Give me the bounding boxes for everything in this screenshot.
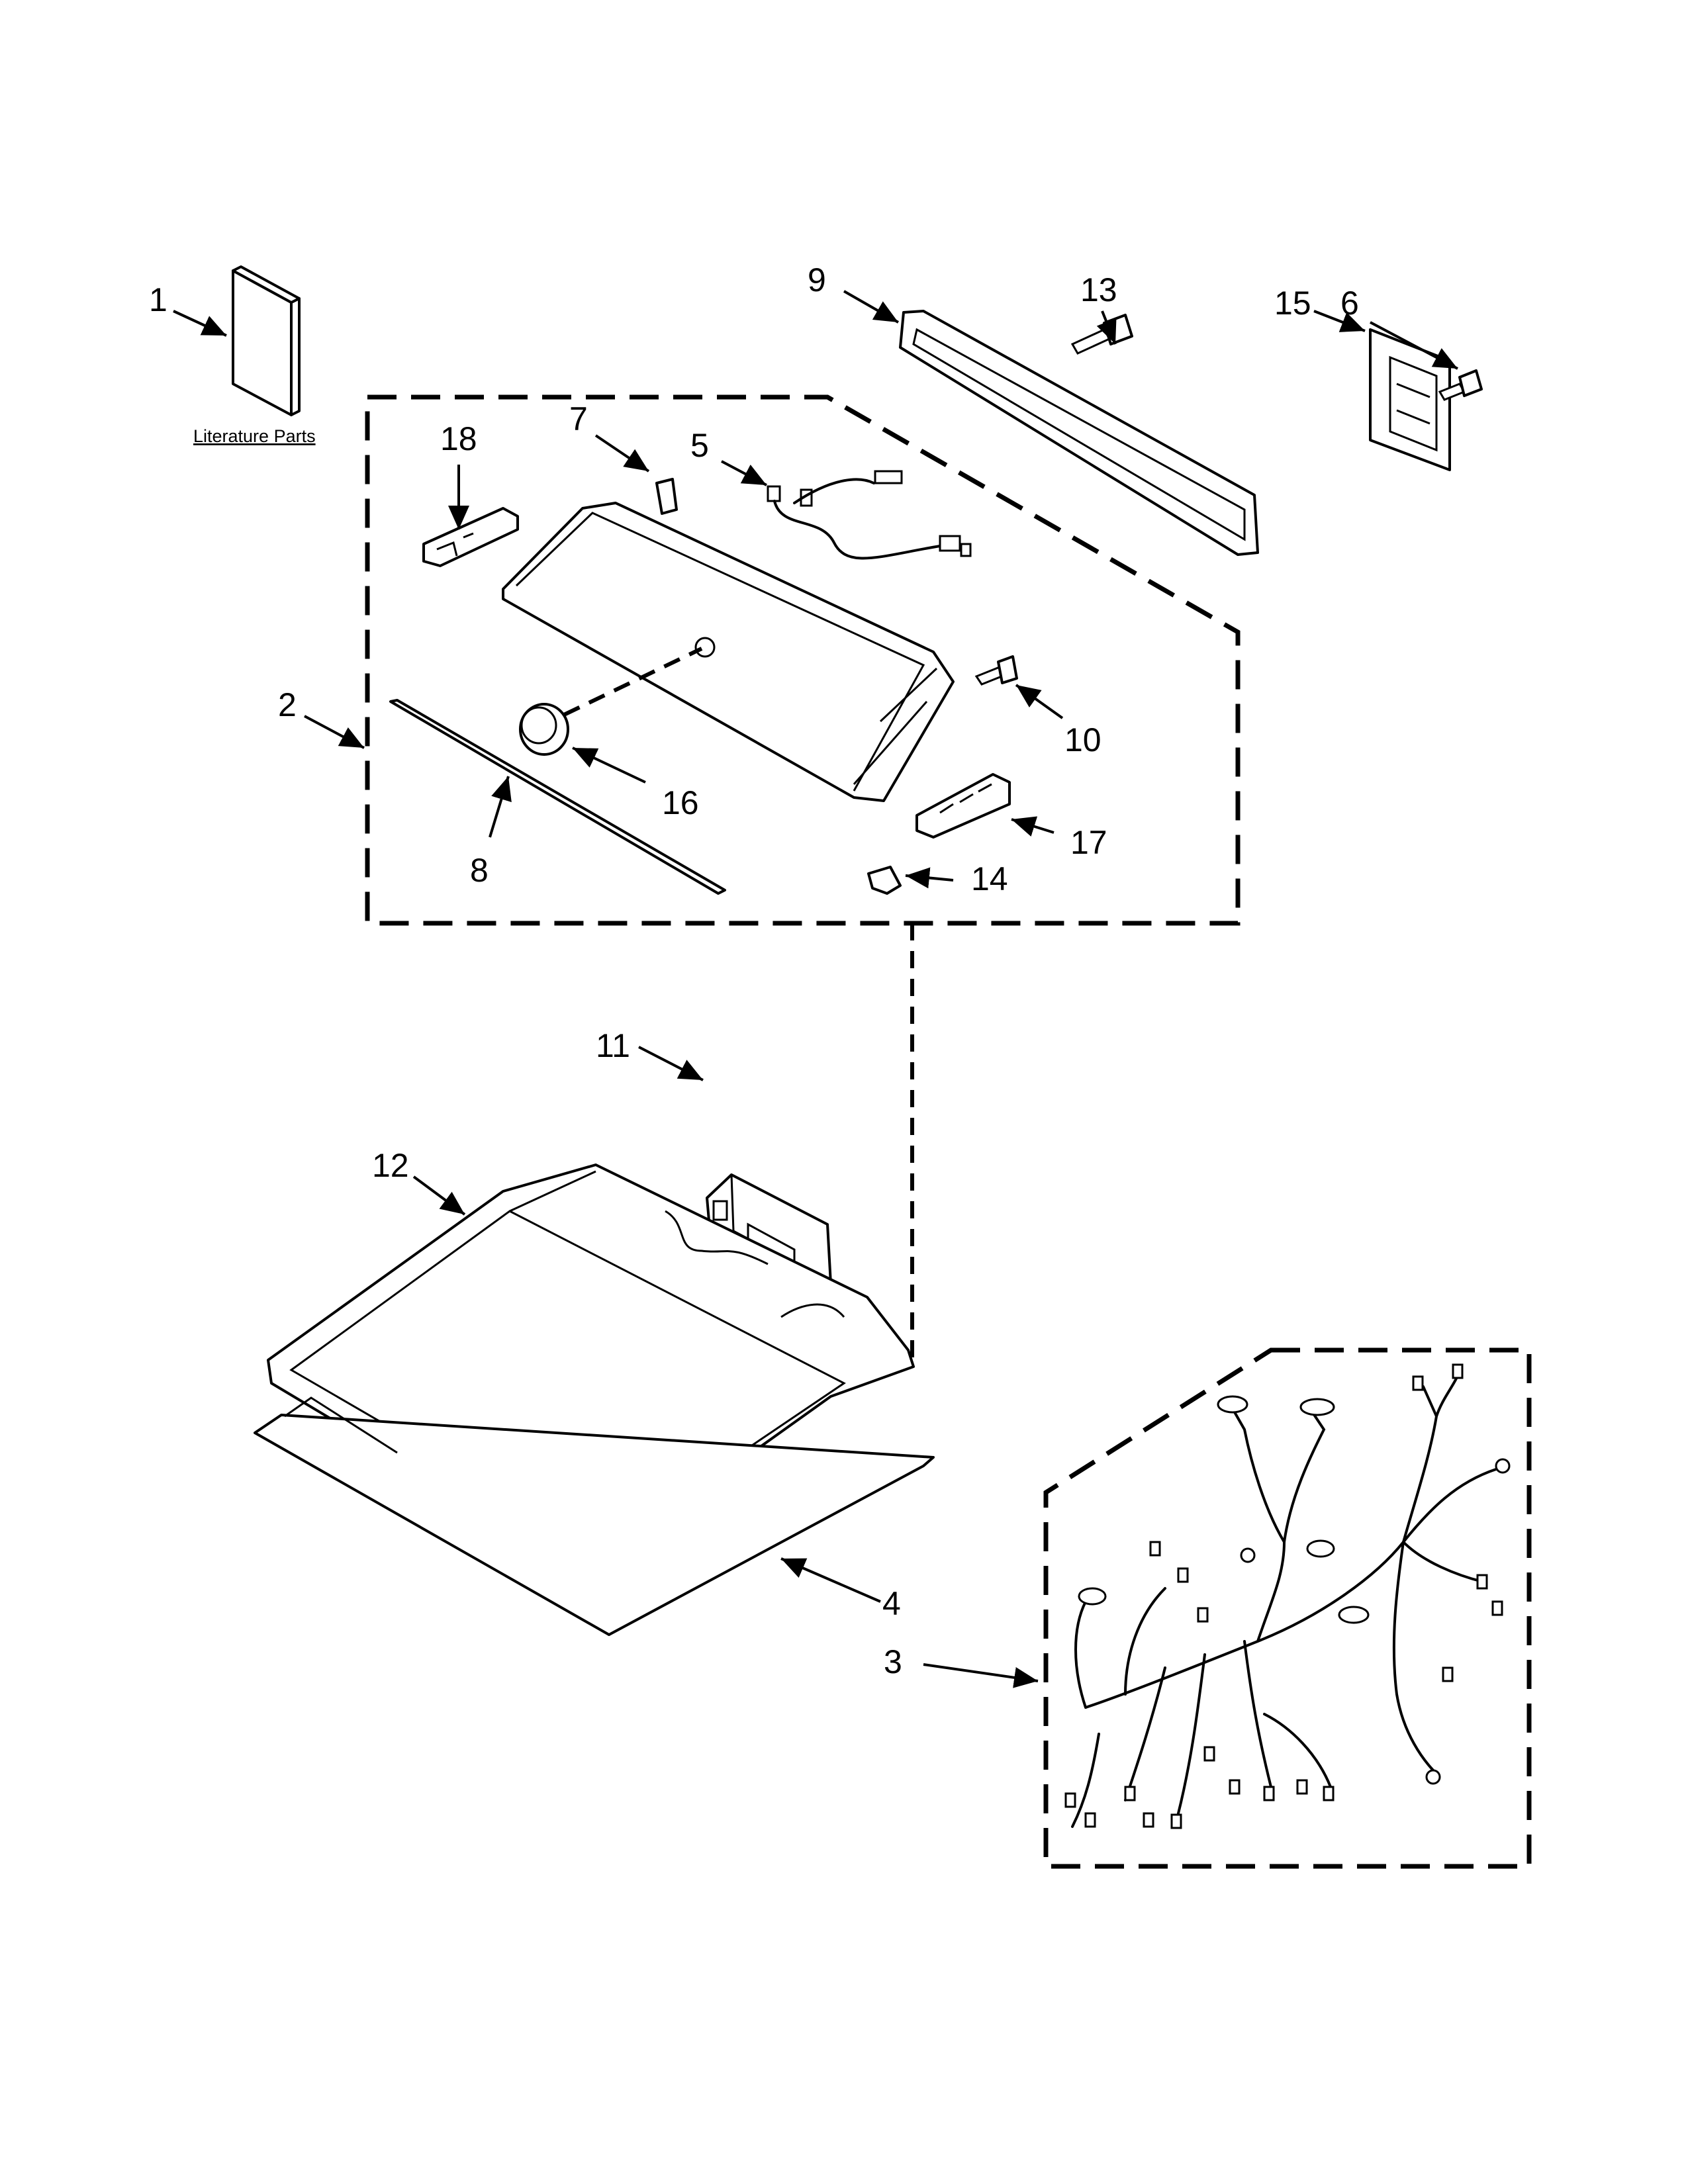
leader-1 [173, 310, 227, 337]
part-5-wire[interactable] [767, 470, 972, 560]
callout-1: 1 [149, 281, 167, 318]
callout-17: 17 [1070, 824, 1107, 861]
part-6-screw[interactable] [1438, 369, 1483, 401]
leader-9 [843, 290, 899, 324]
part-7-clip[interactable] [655, 478, 678, 515]
part-8-trim-strip[interactable] [389, 699, 726, 895]
leader-5 [721, 460, 767, 486]
callout-18: 18 [440, 420, 477, 457]
callout-8: 8 [470, 852, 489, 889]
callout-7: 7 [569, 400, 588, 437]
part-16-knob[interactable] [519, 703, 569, 756]
leader-8 [489, 776, 512, 838]
callout-16: 16 [662, 784, 699, 821]
literature-parts-book[interactable] [232, 265, 301, 416]
part-3-wire-harness[interactable] [1064, 1363, 1511, 1829]
callout-9: 9 [808, 261, 826, 298]
leader-10 [1015, 684, 1064, 719]
callout-6: 6 [1340, 285, 1359, 322]
part-10-screw[interactable] [974, 655, 1018, 686]
leader-15 [1313, 310, 1366, 332]
callout-3: 3 [884, 1643, 902, 1680]
callout-5: 5 [690, 427, 709, 464]
part-18-bracket[interactable] [422, 507, 519, 567]
knob-alignment-line [563, 647, 703, 717]
leader-12 [412, 1175, 466, 1216]
callout-13: 13 [1080, 271, 1117, 308]
callout-14: 14 [971, 860, 1008, 897]
leader-2 [304, 715, 365, 749]
callout-4: 4 [882, 1585, 901, 1622]
part-14-clip[interactable] [867, 866, 902, 895]
console-housing[interactable] [502, 502, 955, 802]
part-17-bracket[interactable] [915, 773, 1011, 839]
part-9-backguard-trim[interactable] [899, 310, 1259, 556]
callout-10: 10 [1064, 721, 1102, 758]
callout-2: 2 [278, 686, 297, 723]
leader-16 [572, 747, 646, 784]
leader-13 [1096, 310, 1117, 345]
leader-3 [923, 1663, 1039, 1688]
wire-harness-boundary [1043, 1347, 1532, 1869]
literature-parts-label[interactable]: Literature Parts [193, 426, 316, 446]
part-13-screw[interactable] [1070, 314, 1133, 355]
leader-6 [1370, 321, 1458, 370]
callout-11: 11 [596, 1027, 630, 1064]
leader-17 [1011, 816, 1055, 837]
callout-12: 12 [372, 1147, 409, 1184]
leader-4 [780, 1557, 881, 1603]
leader-11 [638, 1046, 704, 1081]
part-15-bracket[interactable] [1369, 328, 1451, 471]
callout-15: 15 [1274, 285, 1311, 322]
part-4-insulation-pad[interactable] [254, 1396, 935, 1636]
leader-14 [905, 867, 954, 889]
leader-7 [594, 434, 650, 473]
